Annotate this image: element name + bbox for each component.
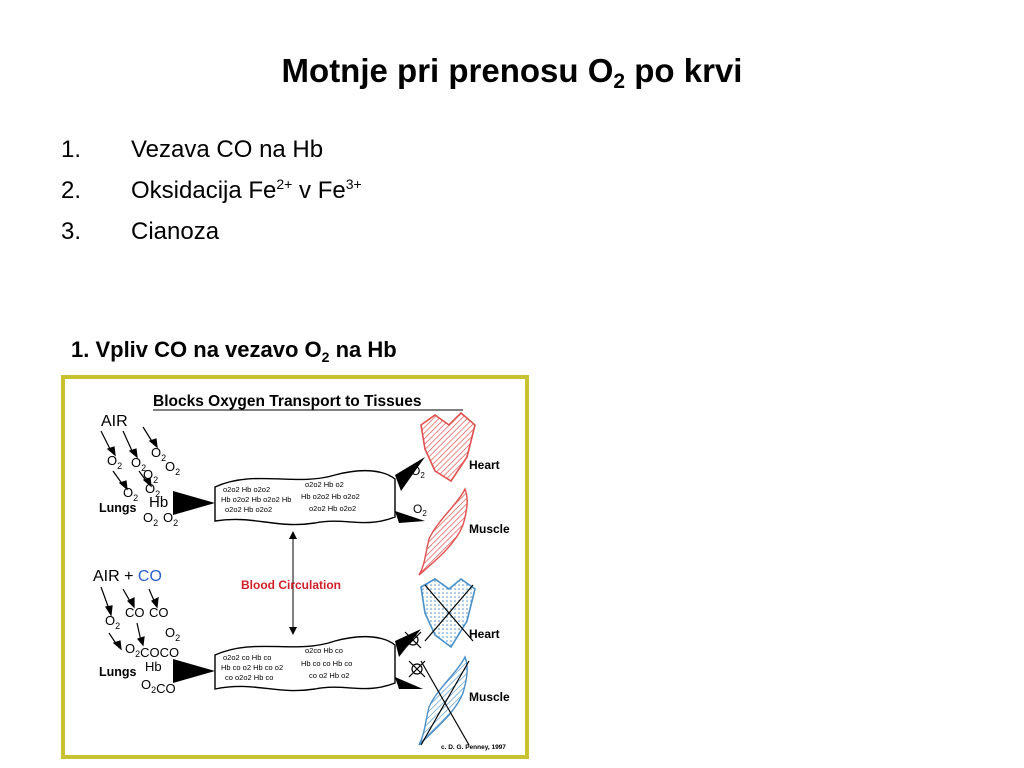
muscle-blocked-cross	[420, 660, 470, 746]
heart-healthy	[420, 411, 476, 483]
muscle-label-top: Muscle	[469, 522, 510, 536]
svg-text:o2o2 Hb o2o2: o2o2 Hb o2o2	[225, 505, 272, 514]
lungs-label: Lungs	[99, 501, 137, 515]
svg-text:co o2 Hb o2: co o2 Hb o2	[309, 671, 349, 680]
svg-text:O2: O2	[151, 445, 166, 463]
list-text: Vezava CO na Hb	[131, 136, 324, 163]
air-co-label: AIR + CO	[93, 568, 162, 585]
heart-label-top: Heart	[469, 458, 500, 472]
heart-label-bottom: Heart	[469, 627, 500, 641]
co-oxygen-molecules: CO CO O2 O2 O2COCO Hb O2CO	[105, 605, 180, 696]
slide-title: Motnje pri prenosu O2 po krvi	[281, 52, 743, 93]
svg-text:Hb co co Hb co: Hb co co Hb co	[301, 659, 352, 668]
svg-text:Hb co o2 Hb co o2: Hb co o2 Hb co o2	[221, 663, 283, 672]
heart-blocked-cross	[424, 584, 474, 642]
vessel-to-muscle-arrow-co	[395, 677, 423, 689]
inhale-arrows	[100, 426, 158, 491]
svg-text:O2: O2	[107, 453, 122, 471]
muscle-impaired	[418, 655, 468, 746]
muscle-healthy	[418, 487, 468, 576]
section-title: 1. Vpliv CO na vezavo O2 na Hb	[71, 337, 397, 365]
svg-text:o2o2 Hb o2o2: o2o2 Hb o2o2	[223, 485, 270, 494]
inhale-arrows-co	[100, 586, 159, 651]
list-text: Cianoza	[131, 218, 220, 245]
vessel-contents-top: o2o2 Hb o2o2 Hb o2o2 Hb o2o2 Hb o2o2 Hb …	[221, 480, 360, 514]
co-transport-figure: Blocks Oxygen Transport to Tissues AIR O…	[61, 375, 529, 759]
svg-text:CO: CO	[125, 605, 145, 620]
list-number: 2.	[61, 177, 82, 204]
svg-text:Hb o2o2 Hb o2o2 Hb: Hb o2o2 Hb o2o2 Hb	[221, 495, 291, 504]
o2-muscle-label: O2	[413, 502, 427, 518]
svg-text:Hb: Hb	[145, 659, 162, 674]
lungs-label-co: Lungs	[99, 665, 137, 679]
vessel-contents-bottom: o2o2 co Hb co Hb co o2 Hb co o2 co o2o2 …	[221, 646, 352, 682]
air-label: AIR	[101, 413, 128, 430]
svg-text:O2: O2	[165, 459, 180, 477]
list-number: 3.	[61, 218, 82, 245]
blood-vessel-top	[214, 470, 396, 526]
blood-circulation-label: Blood Circulation	[241, 578, 341, 592]
hb-label: Hb	[149, 494, 168, 511]
svg-text:O2: O2	[143, 510, 158, 528]
svg-text:Hb o2o2 Hb o2o2: Hb o2o2 Hb o2o2	[301, 492, 360, 501]
blood-vessel-bottom	[214, 636, 396, 692]
vessel-to-muscle-arrow	[395, 511, 425, 523]
vessel-to-heart-arrow-co	[395, 629, 421, 657]
svg-text:O2: O2	[165, 625, 180, 643]
figure-title: Blocks Oxygen Transport to Tissues	[153, 393, 421, 410]
lung-to-vessel-arrow	[173, 491, 215, 515]
list-number: 1.	[61, 136, 82, 163]
list-text: Oksidacija Fe2+ v Fe3+	[131, 176, 362, 204]
svg-text:O2COCO: O2COCO	[125, 641, 179, 660]
svg-text:O2CO: O2CO	[141, 677, 176, 696]
svg-text:o2o2 Hb o2o2: o2o2 Hb o2o2	[309, 504, 356, 513]
vessel-to-heart-arrow	[395, 457, 425, 491]
svg-text:co o2o2 Hb co: co o2o2 Hb co	[225, 673, 273, 682]
o2-heart-label: O2	[411, 464, 425, 480]
svg-text:o2o2 co Hb co: o2o2 co Hb co	[223, 653, 271, 662]
muscle-label-bottom: Muscle	[469, 690, 510, 704]
oxygen-molecules: O2 O2 O2 O2 O2 O2 O2 O2 O2	[107, 445, 180, 528]
svg-text:o2co Hb co: o2co Hb co	[305, 646, 343, 655]
svg-text:o2o2 Hb o2: o2o2 Hb o2	[305, 480, 344, 489]
figure-credit: c. D. G. Penney, 1997	[441, 744, 506, 751]
lung-to-vessel-arrow-co	[173, 659, 215, 683]
svg-text:CO: CO	[149, 605, 169, 620]
blocked-transport-icon	[404, 631, 426, 678]
svg-text:O2: O2	[105, 613, 120, 631]
figure-illustration: Blocks Oxygen Transport to Tissues AIR O…	[93, 393, 510, 751]
